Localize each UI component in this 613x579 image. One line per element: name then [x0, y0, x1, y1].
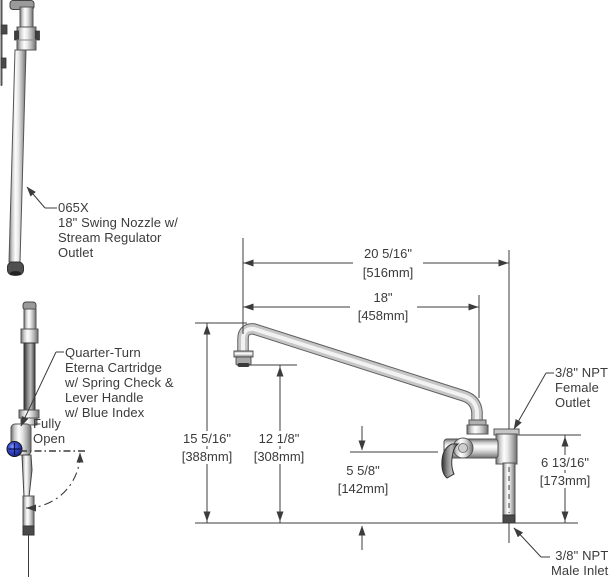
- dim-handle-height-mm: [142mm]: [335, 481, 391, 496]
- nozzle-leader: [26, 186, 46, 209]
- male-inlet-callout: 3/8" NPT Male Inlet: [551, 548, 609, 578]
- female-outlet-leader: [513, 372, 547, 430]
- valve-lower-pipe: [22, 495, 35, 529]
- dim-nozzle-length-in: 18": [371, 290, 395, 305]
- tee-column: [495, 433, 518, 465]
- nozzle-nut: [16, 26, 37, 51]
- nozzle-coupling-nut: [466, 424, 489, 435]
- dim-overall-reach-in: 20 5/16": [362, 246, 414, 261]
- cartridge-leader: [20, 351, 57, 427]
- dim-overall-height-in: 15 5/16": [181, 431, 233, 446]
- male-inlet-tip: [502, 514, 516, 524]
- dim-outlet-to-inlet-mm: [173mm]: [537, 473, 593, 488]
- nozzle-tube: [8, 49, 27, 263]
- swing-nozzle-side-view: [0, 0, 40, 276]
- assembly-front-view: [233, 323, 520, 543]
- valve-nut: [20, 328, 39, 344]
- female-outlet-callout: 3/8" NPT Female Outlet: [555, 365, 609, 410]
- fully-open-label: Fully Open: [33, 416, 66, 446]
- nozzle-outline: [237, 323, 483, 426]
- valve-inlet-tip: [22, 525, 35, 536]
- lever-handle: [441, 443, 460, 479]
- valve-side-view: [6, 301, 86, 577]
- dim-outlet-height-mm: [308mm]: [251, 449, 307, 464]
- male-inlet-leader: [513, 527, 542, 558]
- dim-handle-height-in: 5 5/8": [344, 463, 382, 478]
- lever-blade-side: [21, 454, 33, 498]
- dim-outlet-height-in: 12 1/8": [256, 431, 302, 446]
- dim-overall-reach-mm: [516mm]: [360, 265, 416, 280]
- dim-overall-height-mm: [388mm]: [179, 449, 235, 464]
- nozzle-neck: [19, 6, 34, 29]
- spout-flange: [233, 350, 254, 358]
- dimension-linework: [20, 186, 581, 558]
- cartridge-callout: Quarter-Turn Eterna Cartridge w/ Spring …: [65, 345, 174, 420]
- dim-nozzle-length-mm: [458mm]: [355, 308, 411, 323]
- nozzle-callout: 065X 18" Swing Nozzle w/ Stream Regulato…: [58, 200, 178, 260]
- dim-outlet-to-inlet-in: 6 13/16": [539, 455, 591, 470]
- quarter-turn-arc: [25, 453, 81, 509]
